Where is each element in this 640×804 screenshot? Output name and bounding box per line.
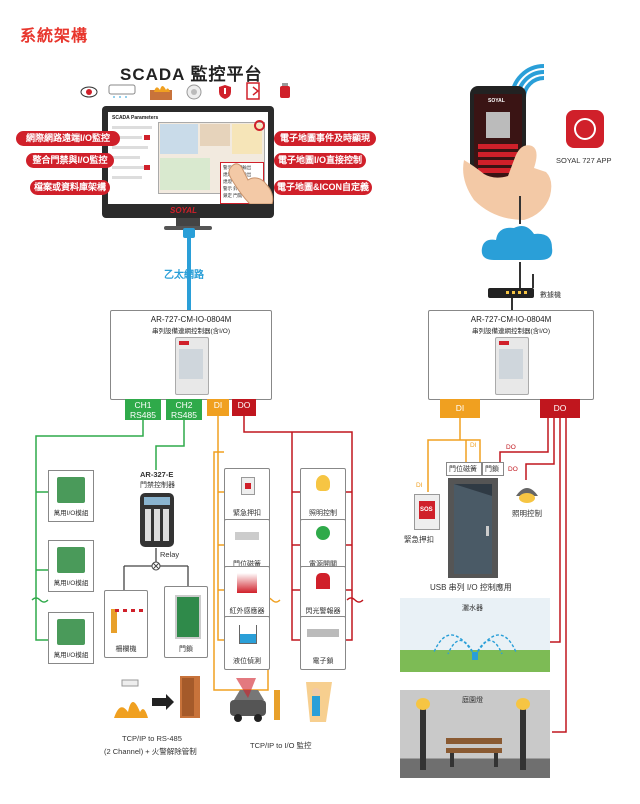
- door-lock: 門鎖: [164, 586, 208, 658]
- light-label: 照明控制: [512, 509, 542, 518]
- do-device-strobe: 閃光警報器: [300, 566, 346, 620]
- network-label: 乙太網路: [164, 270, 204, 281]
- page-title: 系統架構: [20, 28, 89, 45]
- warning-sign-icon: [254, 120, 265, 131]
- di-device-infrared: 紅外感應器: [224, 566, 270, 620]
- io-module-3: 萬用I/O模組: [48, 612, 94, 664]
- alarm-siren-icon: [280, 83, 290, 98]
- di-device-water-level: 液位偵測: [224, 616, 270, 670]
- port-ch1: CH1 RS485: [125, 399, 161, 420]
- electric-lock-icon: [307, 629, 339, 637]
- port-right-do: DO: [540, 399, 580, 418]
- reader-desc: 門禁控制器: [140, 482, 175, 489]
- relay-label: Relay: [160, 550, 180, 559]
- port-do: DO: [232, 399, 256, 416]
- hand-holding-phone-icon: [463, 145, 552, 220]
- feature-pill-map-io: 電子地圖I/O直接控制: [274, 153, 366, 168]
- green-door-icon: [175, 595, 201, 639]
- garden-lamp-icon: [416, 698, 530, 770]
- monitor-stand: [176, 218, 200, 228]
- reader-model: AR-327-E: [140, 470, 174, 479]
- sos-button: SOS: [414, 494, 440, 530]
- io-board-icon: [57, 477, 85, 503]
- feature-pill-remote-io: 網際網路遠端I/O監控: [16, 131, 120, 146]
- controller-left: AR-727-CM-IO-0804M 串列設備連網控制器(含I/O): [110, 310, 272, 400]
- feature-pill-map-events: 電子地圖事件及時顯現: [274, 131, 376, 146]
- do-device-electric-lock: 電子鎖: [300, 616, 346, 670]
- screen-header: SCADA Parameters: [112, 115, 159, 121]
- barrier-gate: 柵欄機: [104, 590, 148, 658]
- shield-icon: [219, 85, 231, 99]
- bottom-left-caption-1: TCP/IP to RS-485: [122, 734, 182, 743]
- cloud-icon: [481, 226, 553, 260]
- usb-caption: USB 串列 I/O 控制應用: [430, 583, 512, 592]
- router-icon: [488, 288, 534, 298]
- router-label: 數據機: [540, 292, 561, 299]
- feature-pill-map-icon: 電子地圖&ICON自定義: [274, 180, 372, 195]
- ceiling-lamp-icon: [516, 488, 538, 503]
- strobe-light-icon: [316, 573, 330, 589]
- soyal-app-icon: [566, 110, 604, 148]
- app-label: SOYAL 727 APP: [556, 156, 612, 165]
- port-ch2: CH2 RS485: [166, 399, 202, 420]
- exit-door-icon: [246, 82, 260, 100]
- ethernet-cable: [187, 232, 191, 310]
- eye-icon: [80, 86, 98, 98]
- monitor-brand: SOYAL: [170, 206, 197, 215]
- door-sensor-tag: 門位磁簧: [446, 462, 482, 476]
- io-board-icon: [57, 619, 85, 645]
- right-di-tag-1: DI: [470, 442, 477, 449]
- keypad-reader: [140, 493, 174, 547]
- air-conditioner-icon: [108, 84, 136, 98]
- bottom-mid-caption: TCP/IP to I/O 監控: [250, 741, 312, 750]
- do-device-lighting: 照明控制: [300, 468, 346, 522]
- fire-icon: [150, 86, 172, 100]
- feature-pill-database: 檔案或資料庫架構: [30, 180, 110, 195]
- io-board-icon: [57, 547, 85, 573]
- controller-right: AR-727-CM-IO-0804M 串列設備連網控制器(含I/O): [428, 310, 594, 400]
- io-module-2: 萬用I/O模組: [48, 540, 94, 592]
- parking-scene: [230, 678, 332, 722]
- infrared-sensor-icon: [237, 573, 257, 593]
- door-sensor-icon: [235, 532, 259, 540]
- rj45-plug-icon: [183, 228, 195, 238]
- port-right-di: DI: [440, 399, 480, 418]
- scada-title: SCADA 監控平台: [120, 65, 263, 84]
- sos-label: 緊急押扣: [404, 535, 434, 544]
- emergency-button-icon: [241, 477, 255, 495]
- bottom-left-caption-2: (2 Channel) + 火警解除管制: [104, 747, 197, 756]
- smoke-detector-icon: [186, 84, 202, 100]
- barrier-gate-icon: [111, 609, 117, 633]
- fire-door-scene: [114, 676, 200, 718]
- sprinkler-icon: [433, 634, 517, 660]
- di-device-emergency: 緊急押扣: [224, 468, 270, 522]
- light-bulb-icon: [316, 475, 330, 491]
- lock-tag: 門鎖: [482, 462, 504, 476]
- hand-pointer-icon: [228, 163, 274, 204]
- di-device-door-sensor: 門位磁簧: [224, 519, 270, 573]
- glass-door-icon: [448, 478, 498, 578]
- right-do-tag-1: DO: [506, 444, 516, 451]
- io-module-1: 萬用I/O模組: [48, 470, 94, 522]
- water-level-icon: [239, 625, 257, 644]
- power-button-icon: [316, 526, 330, 540]
- feature-pill-access-io: 整合門禁與I/O監控: [26, 153, 114, 168]
- right-do-tag-2: DO: [508, 466, 518, 473]
- garden-light-scene: 庭園燈: [400, 690, 550, 778]
- right-di-tag-2: DI: [416, 482, 423, 489]
- port-di: DI: [207, 399, 229, 416]
- sprinkler-scene: 灑水器: [400, 598, 550, 672]
